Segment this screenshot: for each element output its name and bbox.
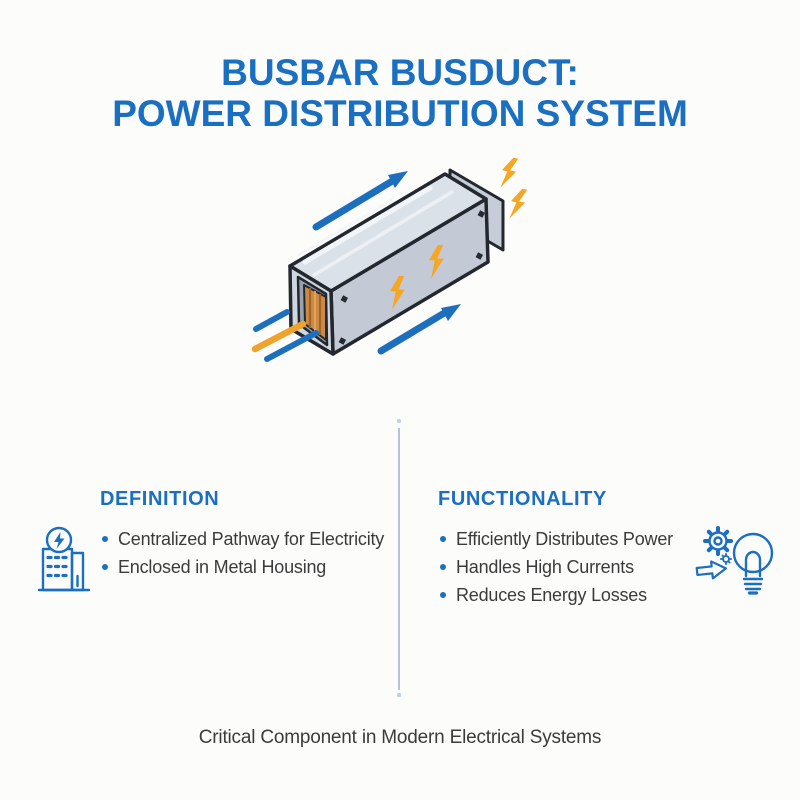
page-title-line2: POWER DISTRIBUTION SYSTEM bbox=[112, 93, 688, 134]
divider-dot-bottom bbox=[397, 693, 401, 697]
functionality-section: FUNCTIONALITY Efficiently Distributes Po… bbox=[438, 488, 698, 609]
definition-bullet: Enclosed in Metal Housing bbox=[100, 553, 400, 581]
footer-caption: Critical Component in Modern Electrical … bbox=[198, 727, 602, 748]
panel-bolts bbox=[338, 210, 486, 345]
arrow-right-icon bbox=[695, 560, 728, 580]
lightning-glyph bbox=[54, 532, 65, 549]
gear-icon bbox=[703, 526, 733, 556]
duct-front-opening bbox=[288, 264, 335, 356]
column-divider bbox=[398, 428, 400, 690]
lightbulb-icon bbox=[732, 532, 774, 595]
definition-bullet: Centralized Pathway for Electricity bbox=[100, 525, 400, 553]
functionality-bullet: Handles High Currents bbox=[438, 553, 698, 581]
functionality-bullet-list: Efficiently Distributes Power Handles Hi… bbox=[438, 525, 698, 609]
power-flow-arrow-bottom bbox=[377, 304, 461, 355]
functionality-bullet: Efficiently Distributes Power bbox=[438, 525, 698, 553]
gear-lightbulb-icon bbox=[695, 526, 774, 595]
input-power-lines bbox=[251, 309, 319, 362]
busduct-illustration bbox=[251, 156, 528, 362]
functionality-heading: FUNCTIONALITY bbox=[438, 488, 607, 510]
functionality-bullet: Reduces Energy Losses bbox=[438, 581, 698, 609]
divider-dot-top bbox=[397, 419, 401, 423]
small-gear-icon bbox=[719, 552, 733, 566]
building-windows bbox=[46, 555, 68, 578]
building-lightning-icon bbox=[37, 526, 91, 592]
power-flow-arrow-top bbox=[312, 171, 408, 231]
definition-heading: DEFINITION bbox=[100, 488, 220, 510]
copper-busbars bbox=[303, 284, 327, 341]
page-title-line1: BUSBAR BUSDUCT: bbox=[221, 52, 579, 93]
definition-bullet-list: Centralized Pathway for Electricity Encl… bbox=[100, 525, 400, 581]
page-title: BUSBAR BUSDUCT: POWER DISTRIBUTION SYSTE… bbox=[0, 52, 800, 134]
definition-section: DEFINITION Centralized Pathway for Elect… bbox=[100, 488, 400, 581]
